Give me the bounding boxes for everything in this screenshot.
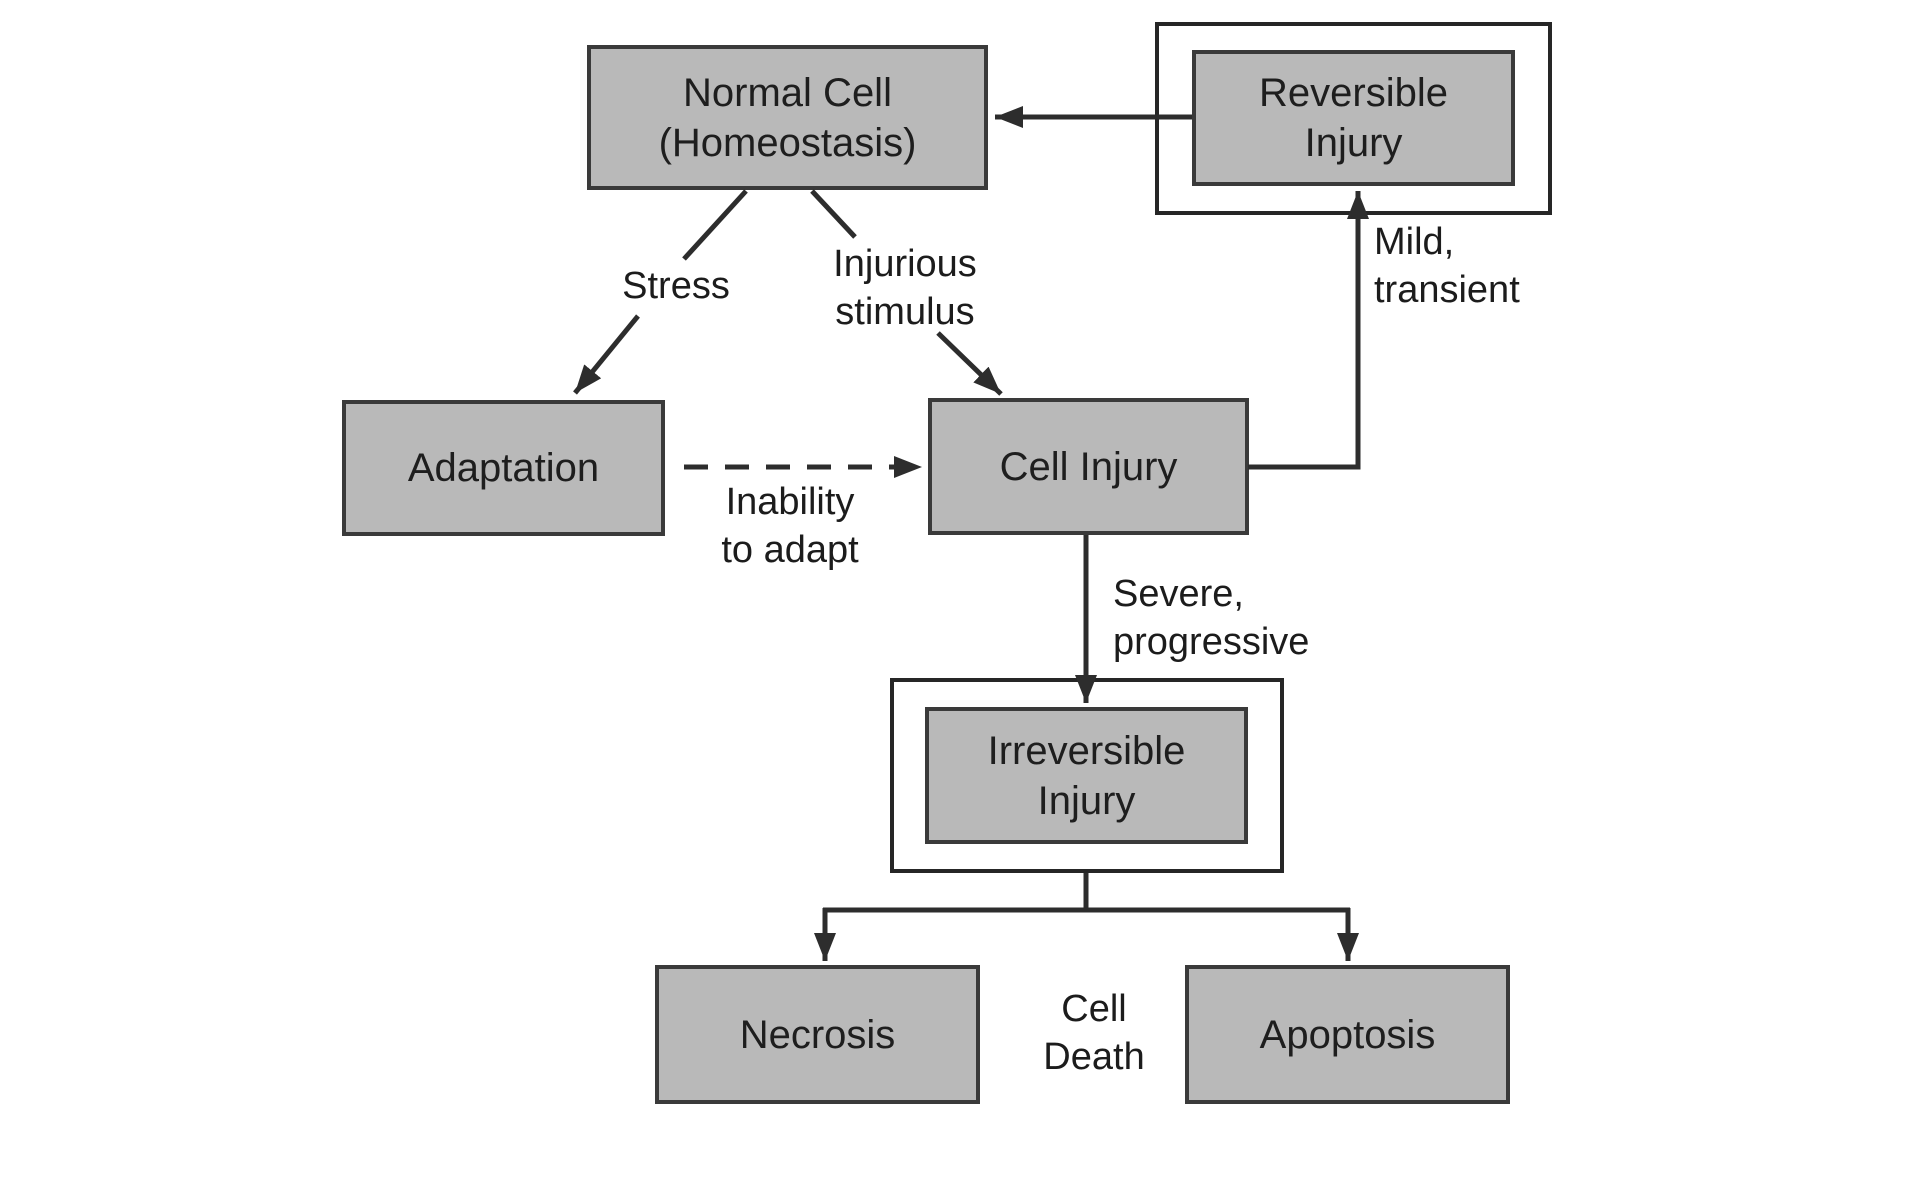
line-stress-upper	[682, 189, 748, 261]
node-apoptosis-label: Apoptosis	[1259, 1012, 1436, 1057]
edge-label-cell-death: Cell Death	[1043, 988, 1145, 1078]
node-cell-injury-label: Cell Injury	[999, 444, 1178, 489]
arrow-cell-injury-to-reversible	[1248, 191, 1369, 470]
node-normal-cell-line1: Normal Cell	[683, 70, 892, 115]
node-reversible-injury-line2: Injury	[1304, 121, 1403, 165]
edge-label-stress: Stress	[622, 265, 730, 307]
edge-label-injurious-stimulus: Injurious stimulus	[833, 243, 977, 333]
node-irreversible-injury-line2: Injury	[1037, 778, 1136, 823]
node-apoptosis: Apoptosis	[1185, 965, 1510, 1104]
edge-label-severe-progressive: Severe, progressive	[1113, 573, 1310, 663]
edge-label-inability-to-adapt: Inability to adapt	[721, 481, 859, 571]
node-adaptation: Adaptation	[342, 400, 665, 536]
node-reversible-injury-line1: Reversible	[1259, 71, 1448, 115]
edge-label-mild-transient: Mild, transient	[1374, 221, 1520, 311]
node-reversible-injury: Reversible Injury	[1192, 50, 1515, 186]
node-normal-cell: Normal Cell (Homeostasis)	[587, 45, 988, 190]
node-necrosis: Necrosis	[655, 965, 980, 1104]
line-injurious-upper	[810, 189, 857, 239]
node-normal-cell-line2: (Homeostasis)	[658, 120, 917, 165]
arrow-injurious-to-cell-injury	[936, 331, 1003, 396]
node-cell-injury: Cell Injury	[928, 398, 1249, 535]
node-irreversible-injury: Irreversible Injury	[925, 707, 1248, 844]
node-adaptation-label: Adaptation	[407, 446, 600, 490]
node-necrosis-label: Necrosis	[739, 1012, 896, 1057]
arrow-stress-to-adaptation	[573, 314, 640, 395]
node-irreversible-injury-line1: Irreversible	[987, 728, 1186, 773]
